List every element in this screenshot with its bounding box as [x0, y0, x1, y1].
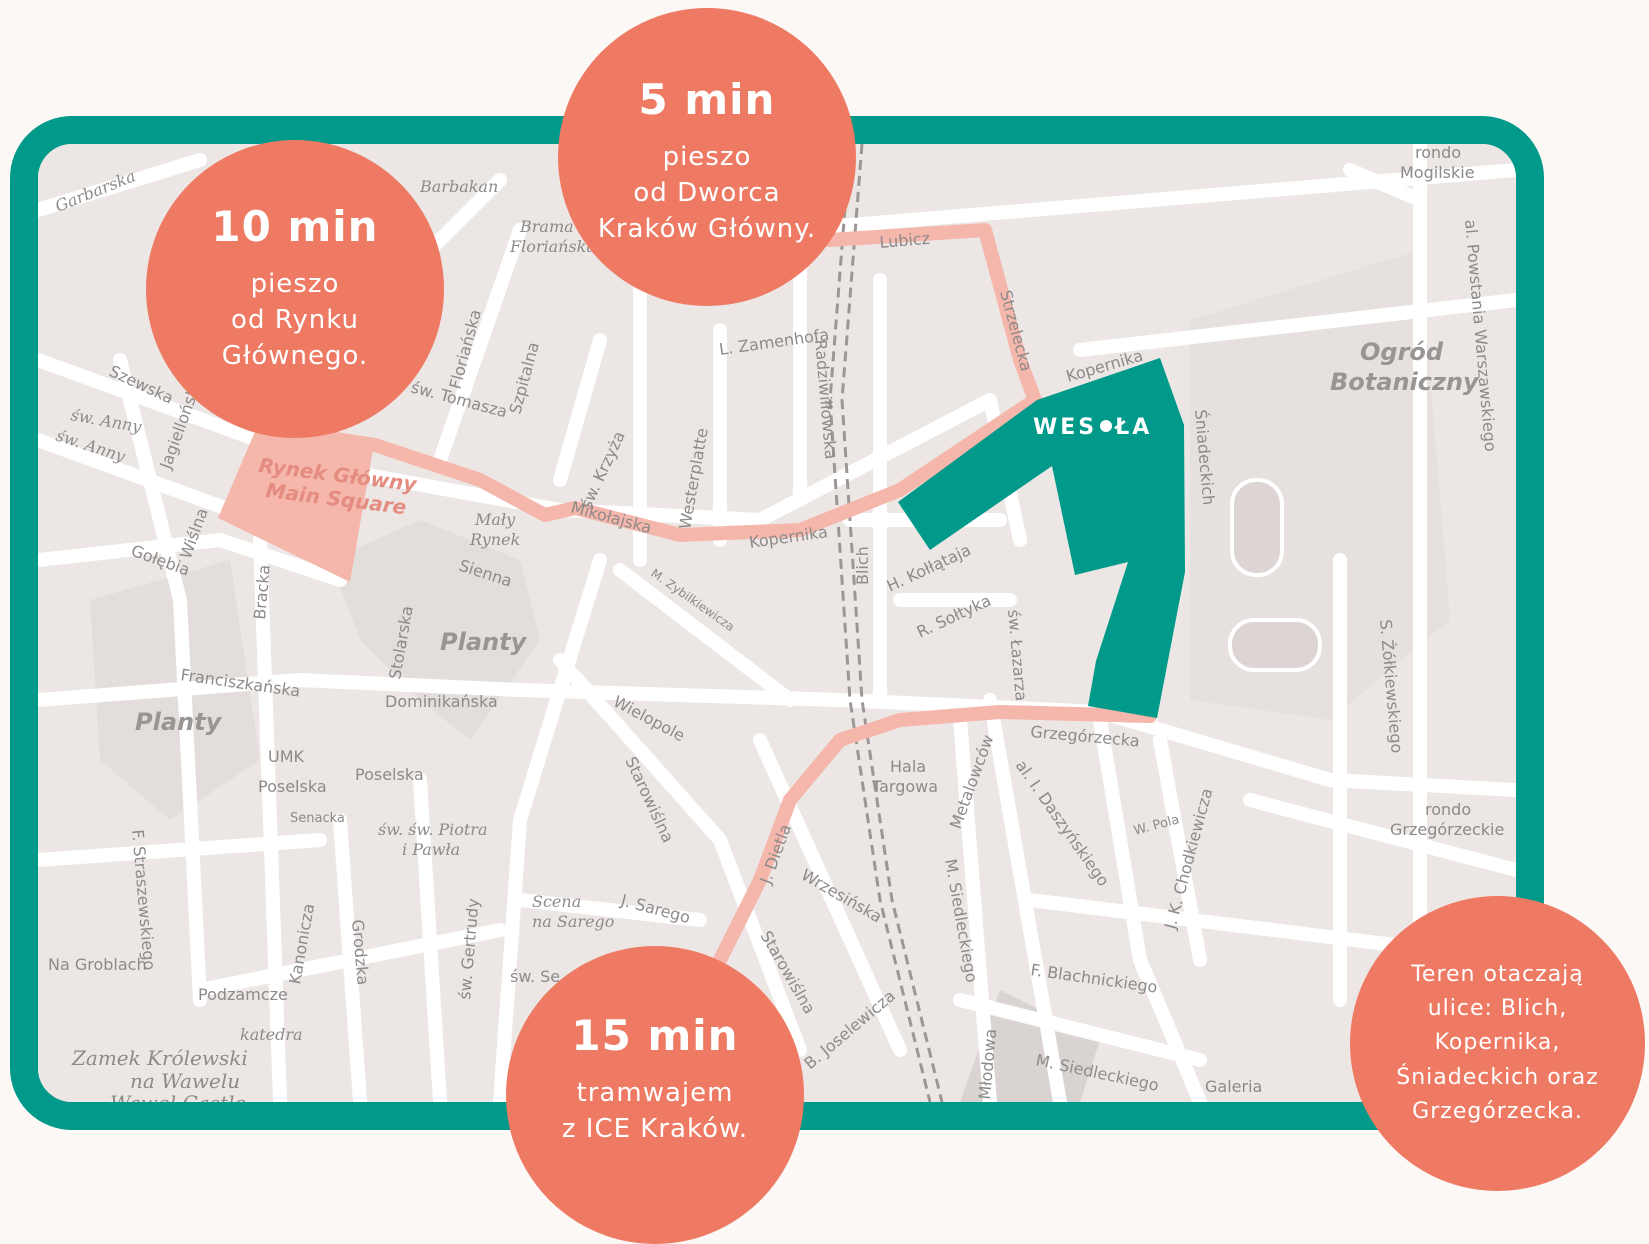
wesola-logo: WES ŁA: [1033, 415, 1152, 440]
bubble-dworzec-desc: pieszo od Dworca Kraków Główny.: [597, 141, 817, 245]
bubble-dworzec: 5 min pieszo od Dworca Kraków Główny.: [558, 8, 856, 306]
bubble-info-desc: Teren otaczają ulice: Blich, Kopernika, …: [1396, 962, 1599, 1124]
wesola-logo-left: WES: [1033, 415, 1098, 440]
label-blich: Blich: [853, 546, 872, 585]
label-podzamcze: Podzamcze: [198, 985, 288, 1004]
label-ogrod-2: Botaniczny: [1330, 368, 1480, 396]
label-piotra-1: św. św. Piotra: [378, 820, 488, 839]
bubble-rynek: 10 min pieszo od Rynku Głównego.: [146, 140, 444, 438]
stadium-oval-2: [1228, 618, 1322, 672]
label-rondo-mogilskie-2: Mogilskie: [1400, 163, 1475, 182]
rynek-square-highlight: [218, 420, 375, 582]
label-katedra: katedra: [240, 1025, 303, 1044]
botanical-garden-area: [1190, 250, 1450, 720]
label-sw-seb: św. Se: [510, 967, 560, 986]
wesola-logo-right: ŁA: [1115, 415, 1153, 440]
label-maly-rynek-1: Mały: [474, 510, 516, 529]
label-umk: UMK: [268, 747, 305, 766]
logo-dot-icon: [1100, 420, 1113, 432]
bubble-dworzec-time: 5 min: [638, 75, 776, 125]
label-barbakan: Barbakan: [419, 177, 498, 196]
label-maly-rynek-2: Rynek: [469, 530, 520, 549]
hatched-area: [960, 990, 1100, 1102]
label-dominikanska: Dominikańska: [385, 692, 498, 711]
label-scena-1: Scena: [532, 892, 581, 911]
label-na-groblach: Na Groblach: [48, 955, 147, 974]
label-hala-2: Targowa: [871, 777, 938, 796]
label-poselska-2: Poselska: [355, 765, 424, 784]
label-bracka: Bracka: [250, 564, 274, 620]
bubble-rynek-time: 10 min: [211, 202, 379, 252]
bubble-ice-desc: tramwajem z ICE Kraków.: [561, 1077, 749, 1145]
label-hala-1: Hala: [890, 757, 926, 776]
label-lubicz: Lubicz: [879, 229, 931, 252]
label-rondo-grz-2: Grzegórzeckie: [1390, 820, 1504, 839]
label-ogrod-1: Ogród: [1360, 338, 1444, 366]
stadium-oval: [1230, 478, 1284, 577]
label-brama-1: Brama: [519, 217, 574, 236]
walking-routes: [368, 223, 1157, 977]
label-galeria: Galeria: [1205, 1077, 1262, 1096]
bubble-rynek-desc: pieszo od Rynku Głównego.: [221, 268, 369, 372]
label-zamek-2: na Wawelu: [130, 1069, 240, 1093]
label-zamek-1: Zamek Królewski: [71, 1046, 248, 1070]
city-map[interactable]: Garbarska Barbakan Brama Floriańska Lubi…: [38, 144, 1516, 1102]
bubble-info: Teren otaczają ulice: Blich, Kopernika, …: [1350, 896, 1645, 1191]
wesola-site-area[interactable]: [898, 358, 1185, 718]
label-senacka: Senacka: [290, 811, 345, 826]
label-scena-2: na Sarego: [532, 912, 614, 931]
label-rondo-mogilskie-1: rondo: [1415, 144, 1461, 162]
streets: [38, 144, 1516, 1102]
label-brama-2: Floriańska: [509, 237, 596, 256]
label-rondo-grz-1: rondo: [1425, 800, 1471, 819]
label-planty-1: Planty: [440, 628, 528, 656]
bubble-ice: 15 min tramwajem z ICE Kraków.: [506, 946, 804, 1244]
bubble-ice-time: 15 min: [571, 1011, 739, 1061]
label-planty-2: Planty: [135, 708, 223, 736]
label-piotra-2: i Pawła: [402, 840, 460, 859]
label-poselska-1: Poselska: [258, 777, 327, 796]
label-zamek-3: Wawel Castle: [110, 1091, 246, 1102]
